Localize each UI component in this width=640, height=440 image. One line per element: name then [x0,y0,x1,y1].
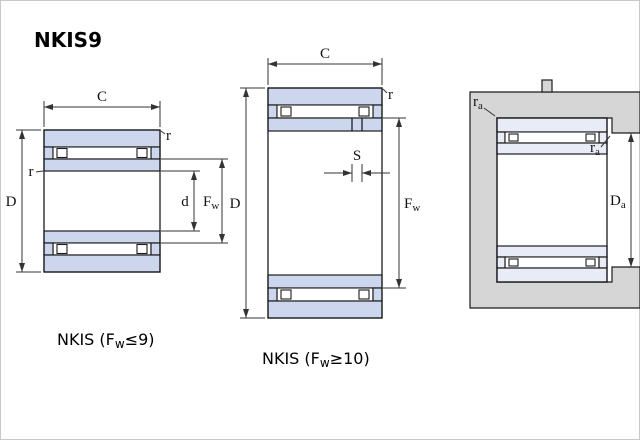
bearing-envelope [496,117,608,283]
dimension-D: D [230,87,265,319]
dimension-Fw: Fw [383,117,420,289]
dim-label-d: d [181,194,189,210]
dimension-r-inner: r [29,164,44,180]
outer-ring-bottom [267,300,383,319]
outer-ring-flange [267,104,278,119]
inner-ring-top [43,158,161,172]
roller-row [52,146,152,160]
outer-ring-flange [372,104,383,119]
outer-ring-flange [496,256,506,269]
figure-caption-middle: NKIS (Fw≥10) [262,349,370,370]
outer-ring-flange [267,287,278,302]
dim-label-r-outer: r [166,128,171,144]
dimension-d: d [161,170,200,232]
outer-ring-flange [43,146,54,160]
outer-ring-flange [598,256,608,269]
needle-roller [585,258,596,267]
outer-ring-flange [496,131,506,144]
outer-ring-top [43,129,161,148]
bearing-envelope [267,87,383,319]
inner-ring-bottom [496,245,608,258]
dimension-ra-shoulder: ra [590,135,611,158]
figure-caption-left: NKIS (Fw≤9) [57,330,155,351]
needle-roller [136,243,148,255]
needle-roller [56,147,68,159]
roller-row [504,131,600,144]
dim-label-S: S [353,148,361,164]
dimension-Da: Da [610,133,634,267]
needle-roller [508,258,519,267]
inner-ring-bottom [43,230,161,244]
outer-ring-bottom [43,254,161,273]
outer-ring-flange [150,146,161,160]
dim-label-r-inner: r [29,164,34,180]
dim-label-ra-housing: ra [473,94,483,112]
page-title: NKIS9 [34,28,102,52]
needle-roller [280,106,292,117]
dimension-ra-housing: ra [473,94,496,117]
needle-roller [56,243,68,255]
figure-mounting: ra ra Da [469,79,640,309]
dimension-C: C [267,46,383,85]
outer-ring-flange [150,242,161,256]
dim-label-r-outer: r [388,87,393,103]
figure-nkis-fw-ge-10: C r D Fw S NKIS (Fw≥10) [230,46,421,370]
dim-label-ra-shoulder: ra [590,140,600,158]
outer-ring-flange [372,287,383,302]
needle-roller [585,133,596,142]
outer-ring-bottom [496,267,608,283]
needle-roller [358,106,370,117]
inner-ring-top [267,117,383,132]
dimension-D: D [6,129,41,273]
housing-stem [541,79,553,93]
outer-ring-top [267,87,383,106]
roller-row [504,256,600,269]
dim-label-D: D [6,194,17,210]
dim-label-Da: Da [610,193,626,211]
outer-ring-top [496,117,608,133]
dim-label-D: D [230,196,241,212]
needle-roller [136,147,148,159]
roller-row [52,242,152,256]
needle-roller [508,133,519,142]
dim-label-C: C [97,89,107,105]
dim-label-C: C [320,46,330,62]
inner-ring-bottom [267,274,383,289]
dim-label-Fw: Fw [203,194,219,212]
outer-ring-flange [43,242,54,256]
needle-roller [358,289,370,300]
bearing-envelope [43,129,161,273]
figure-nkis-fw-le-9: C D d Fw r r [6,89,228,351]
dimension-r-outer: r [382,87,393,103]
needle-roller [280,289,292,300]
dimension-S: S [324,148,390,182]
dim-label-Fw: Fw [404,196,420,214]
dimension-C: C [43,89,161,127]
dimension-Fw: Fw [161,158,228,244]
dimension-r-outer: r [160,128,171,144]
